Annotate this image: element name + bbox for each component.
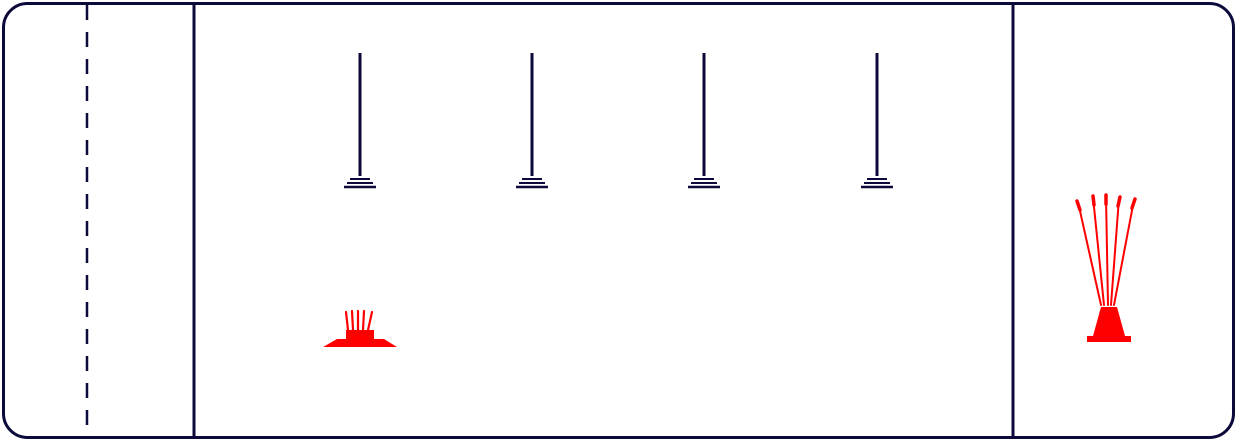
flat-marker <box>323 309 397 347</box>
pole-2 <box>516 53 548 189</box>
cone-marker <box>1075 193 1137 342</box>
pole-4 <box>861 53 893 189</box>
pole-3 <box>688 53 720 189</box>
pole-1 <box>344 53 376 189</box>
